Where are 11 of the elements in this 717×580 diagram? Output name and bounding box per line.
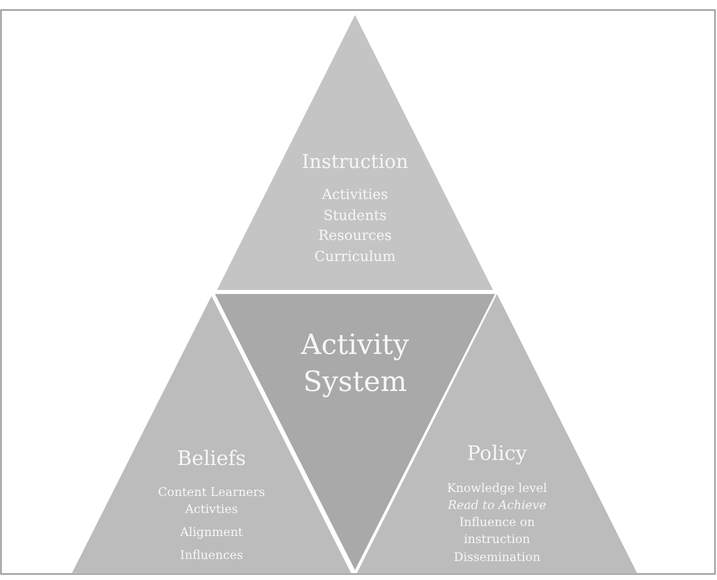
heading: Policy xyxy=(467,440,527,466)
list-item: Influence on instruction xyxy=(458,514,536,548)
heading: Activity System xyxy=(300,327,410,400)
heading: Beliefs xyxy=(177,445,246,471)
list-item: Knowledge level xyxy=(446,480,548,497)
list-item: Content Learners Activties xyxy=(156,484,266,518)
list-item: Read to Achieve xyxy=(448,496,546,514)
triangle-segment xyxy=(217,15,493,290)
list-item: Influences xyxy=(180,546,243,564)
list-item: Dissemination xyxy=(454,548,540,566)
list-item: Alignment xyxy=(180,524,243,540)
